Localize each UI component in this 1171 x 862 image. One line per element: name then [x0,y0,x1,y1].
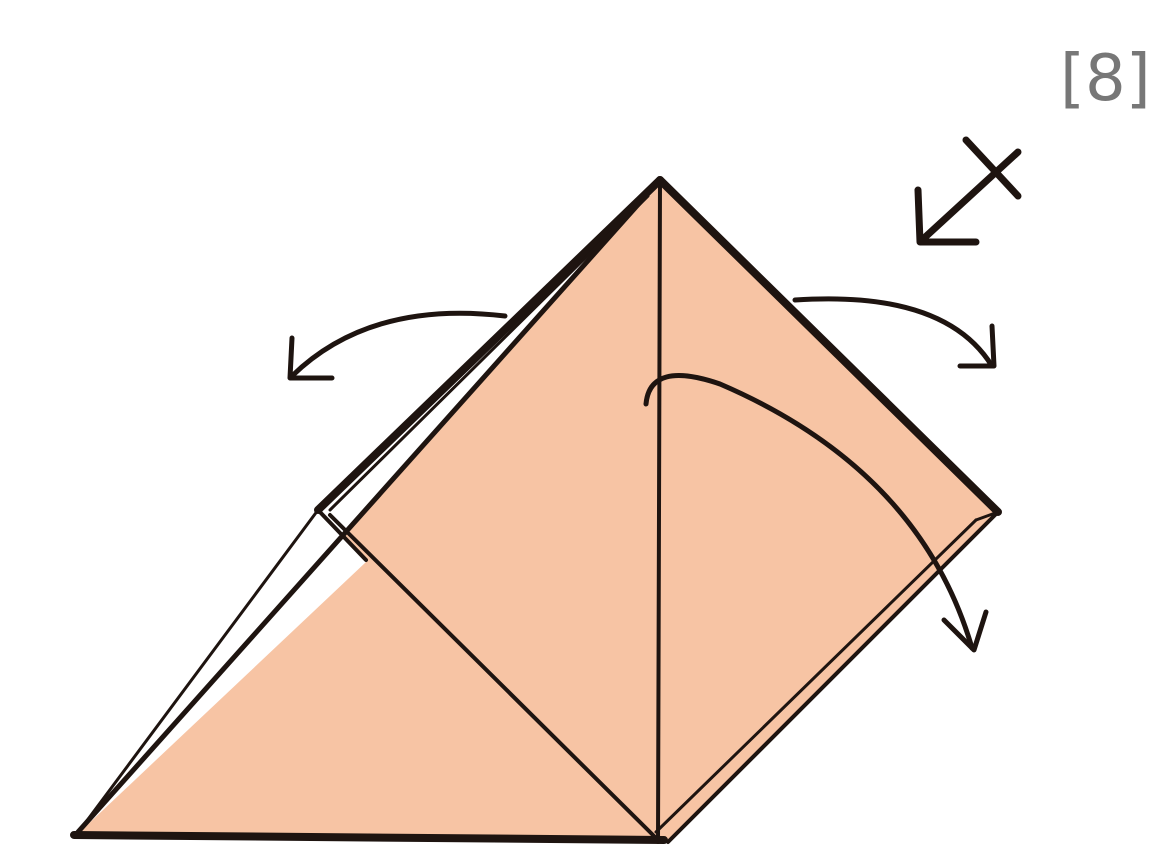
bottom-edge [74,835,664,840]
step-label: [8] [1060,42,1151,116]
center-line [658,180,660,842]
right-flap [658,180,998,842]
turn-over-icon [918,140,1018,242]
paper-model [74,180,998,842]
